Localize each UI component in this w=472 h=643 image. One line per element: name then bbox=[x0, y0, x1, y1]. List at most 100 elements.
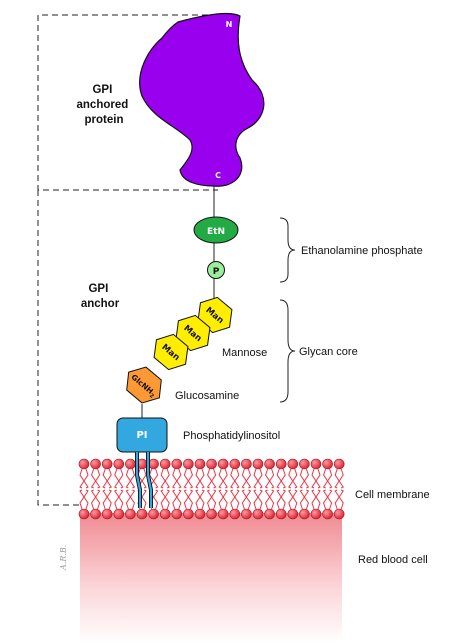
lipid-tail bbox=[183, 468, 190, 489]
lipid-head bbox=[310, 508, 322, 520]
pi-lipid-tail-left-fill bbox=[135, 452, 142, 508]
lipid-tail bbox=[114, 468, 120, 489]
glucosamine-unit: GlcNH2 bbox=[126, 366, 162, 404]
lipid-head bbox=[113, 458, 125, 470]
red-blood-cell-label: Red blood cell bbox=[358, 554, 428, 566]
ethanolamine-phosphate-brace bbox=[279, 217, 296, 283]
protein-title: GPI anchored protein bbox=[77, 84, 132, 126]
lipid-head bbox=[299, 508, 310, 520]
lipid-head bbox=[78, 458, 90, 470]
lipid-tail bbox=[210, 489, 217, 510]
lipid-head bbox=[101, 458, 113, 470]
lipid-head bbox=[171, 508, 183, 520]
n-terminus-label: N bbox=[226, 20, 233, 29]
ethanolamine-phosphate-label: Ethanolamine phosphate bbox=[301, 245, 423, 257]
lipid-tail bbox=[268, 468, 275, 489]
lipid-head bbox=[90, 458, 101, 470]
lipid-tail bbox=[152, 489, 159, 510]
lipid-head bbox=[171, 458, 183, 470]
lipid-tail bbox=[90, 468, 97, 489]
lipid-tail bbox=[152, 468, 159, 489]
lipid-tail bbox=[218, 468, 224, 489]
lipid-tail bbox=[206, 489, 213, 510]
lipid-tail bbox=[210, 468, 217, 489]
lipid-tail bbox=[183, 489, 190, 510]
lipid-head bbox=[275, 508, 287, 520]
lipid-tail bbox=[299, 468, 306, 489]
lipid-tail bbox=[118, 468, 124, 489]
lipid-tail bbox=[102, 468, 108, 489]
lipid-tail bbox=[253, 468, 259, 489]
lipid-head bbox=[310, 458, 322, 470]
pi-lipid-tail-right-fill bbox=[146, 452, 153, 508]
lipid-tail bbox=[245, 489, 252, 510]
lipid-head bbox=[229, 508, 241, 520]
lipid-tail bbox=[195, 489, 201, 510]
c-terminus-label: C bbox=[215, 171, 221, 180]
lipid-tail bbox=[257, 489, 263, 510]
lipid-tail bbox=[83, 468, 89, 489]
mannose-unit-3: Man bbox=[153, 333, 189, 371]
lipid-tail bbox=[94, 468, 101, 489]
lipid-head bbox=[113, 508, 125, 520]
lipid-tail bbox=[164, 468, 170, 489]
lipid-tail bbox=[230, 489, 236, 510]
red-blood-cell-body bbox=[80, 513, 342, 643]
etn-label: EtN bbox=[207, 227, 225, 237]
lipid-tail bbox=[338, 468, 344, 489]
lipid-head bbox=[322, 458, 333, 470]
lipid-tail bbox=[79, 489, 85, 510]
lipid-tail bbox=[280, 468, 286, 489]
lipid-tail bbox=[125, 468, 132, 489]
lipid-tail bbox=[187, 468, 194, 489]
lipid-tail bbox=[315, 489, 321, 510]
lipid-head bbox=[217, 508, 229, 520]
lipid-tail bbox=[234, 468, 240, 489]
lipid-tail bbox=[176, 489, 182, 510]
mannose-label: Mannose bbox=[222, 347, 267, 359]
lipid-head bbox=[333, 508, 345, 520]
lipid-head bbox=[206, 508, 217, 520]
lipid-head bbox=[136, 508, 148, 520]
glycan-core-brace bbox=[279, 299, 296, 403]
lipid-head bbox=[252, 508, 264, 520]
lipid-tail bbox=[164, 489, 170, 510]
lipid-head bbox=[206, 458, 217, 470]
lipid-head bbox=[101, 508, 113, 520]
lipid-tail bbox=[264, 468, 271, 489]
lipid-tail bbox=[264, 489, 271, 510]
lipid-head bbox=[125, 458, 136, 470]
lipid-tail bbox=[257, 468, 263, 489]
lipid-tail bbox=[334, 468, 340, 489]
lipid-tail bbox=[315, 468, 321, 489]
lipid-tail bbox=[125, 489, 132, 510]
lipid-tail bbox=[322, 489, 329, 510]
etn-node bbox=[193, 216, 239, 244]
lipid-tail bbox=[199, 489, 205, 510]
lipid-head bbox=[148, 458, 159, 470]
lipid-tail bbox=[241, 489, 248, 510]
lipid-tail bbox=[268, 489, 275, 510]
lipid-tail bbox=[160, 489, 166, 510]
lipid-head bbox=[252, 458, 264, 470]
protein-dashed-bracket bbox=[37, 14, 218, 191]
lipid-tail bbox=[187, 489, 194, 510]
lipid-tail bbox=[79, 468, 85, 489]
lipid-tail bbox=[338, 489, 344, 510]
lipid-head bbox=[264, 508, 275, 520]
lipid-tail bbox=[129, 468, 136, 489]
lipid-tail bbox=[253, 489, 259, 510]
artist-signature: A.R.B. bbox=[59, 545, 68, 571]
lipid-tail bbox=[118, 489, 124, 510]
phosphatidylinositol-label: Phosphatidylinositol bbox=[183, 430, 280, 442]
lipid-head bbox=[125, 508, 136, 520]
lipid-head bbox=[287, 508, 299, 520]
lipid-tail bbox=[141, 468, 147, 489]
lipid-tail bbox=[276, 489, 282, 510]
lipid-tail bbox=[234, 489, 240, 510]
lipid-tail bbox=[160, 468, 166, 489]
cell-membrane-label: Cell membrane bbox=[355, 489, 430, 501]
lipid-head bbox=[90, 508, 101, 520]
lipid-tail bbox=[90, 489, 97, 510]
lipid-tail bbox=[326, 489, 333, 510]
